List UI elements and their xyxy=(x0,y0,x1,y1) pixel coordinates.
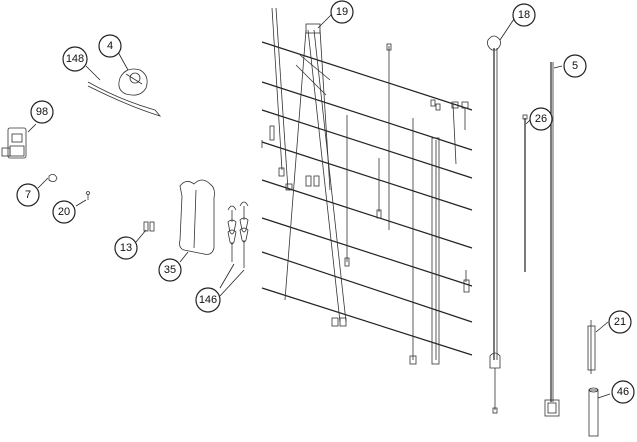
leader-lines xyxy=(27,11,611,399)
callout-4: 4 xyxy=(98,34,122,58)
callout-7: 7 xyxy=(16,183,40,207)
callout-label: 146 xyxy=(199,294,217,306)
blind-slats xyxy=(261,41,473,356)
callout-label: 46 xyxy=(617,386,629,398)
callout-label: 4 xyxy=(107,40,113,52)
ladder-cords xyxy=(271,7,347,327)
callout-46: 46 xyxy=(611,380,635,404)
callout-19: 19 xyxy=(330,0,354,24)
callout-35: 35 xyxy=(158,258,182,282)
callout-98: 98 xyxy=(30,100,54,124)
callout-label: 35 xyxy=(164,264,176,276)
callout-20: 20 xyxy=(52,200,76,224)
callout-13: 13 xyxy=(114,236,138,260)
callout-21: 21 xyxy=(608,310,632,334)
callout-146: 146 xyxy=(195,287,221,313)
callout-label: 21 xyxy=(614,316,626,328)
callout-label: 5 xyxy=(572,60,578,72)
part-26-rod xyxy=(522,114,528,272)
part-35-valance xyxy=(179,179,215,255)
callout-label: 18 xyxy=(518,9,530,21)
part-4-mechanism xyxy=(118,68,148,96)
callout-148: 148 xyxy=(62,46,88,72)
callout-label: 13 xyxy=(120,242,132,254)
part-7 xyxy=(48,174,58,182)
part-13-clips xyxy=(143,221,155,232)
part-46-tube xyxy=(588,387,599,437)
part-20 xyxy=(86,191,90,200)
callout-label: 19 xyxy=(336,6,348,18)
callout-26: 26 xyxy=(529,107,553,131)
callout-5: 5 xyxy=(563,54,587,78)
part-21-tube xyxy=(587,320,596,374)
part-18-wand xyxy=(487,35,501,414)
callout-label: 20 xyxy=(58,206,70,218)
callout-label: 7 xyxy=(25,189,31,201)
slat-rods xyxy=(269,43,470,365)
callout-label: 148 xyxy=(66,53,84,65)
part-148-cord xyxy=(87,81,162,117)
part-98-clip xyxy=(1,127,27,159)
part-146-tassels xyxy=(227,201,249,268)
callout-label: 98 xyxy=(36,106,48,118)
callout-18: 18 xyxy=(512,3,536,27)
callout-label: 26 xyxy=(535,113,547,125)
